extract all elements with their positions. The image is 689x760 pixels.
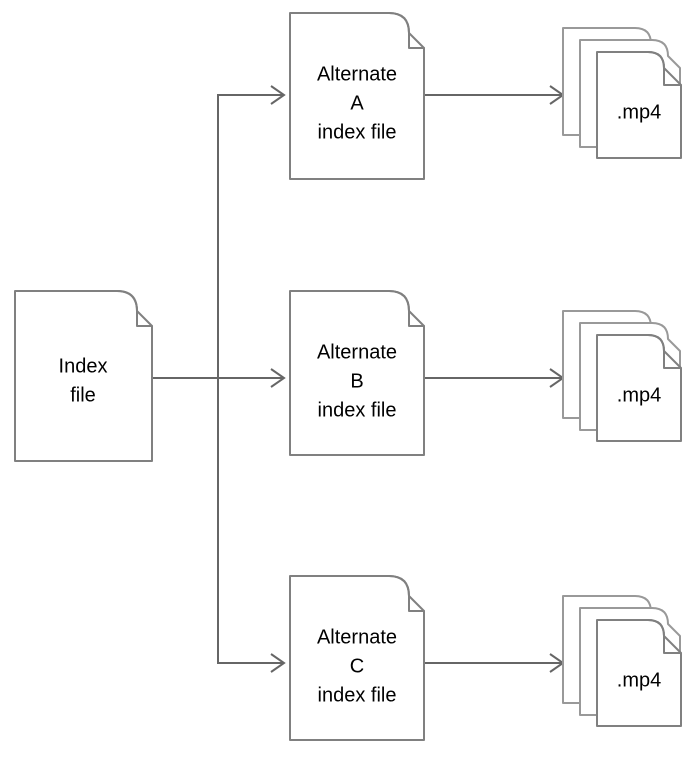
- index-file-fold-icon: [116, 290, 153, 327]
- node-alternate-b[interactable]: Alternate B index file: [289, 290, 425, 456]
- mp4-stack-c-fold-icon: [647, 619, 682, 654]
- alternate-a-label-line2: A: [350, 92, 364, 114]
- alternate-a-label-line1: Alternate: [317, 63, 397, 85]
- mp4-stack-a-label: .mp4: [617, 101, 661, 123]
- alternate-b-label-line2: B: [350, 370, 363, 392]
- alternate-b-fold-icon: [388, 290, 425, 327]
- arrowhead-alternate-c: [270, 653, 286, 673]
- node-mp4-stack-a[interactable]: .mp4: [562, 27, 682, 159]
- alternate-b-label-line1: Alternate: [317, 341, 397, 363]
- mp4-stack-c-label: .mp4: [617, 669, 661, 691]
- alternate-a-label-line3: index file: [318, 121, 397, 143]
- alternate-c-label-line2: C: [350, 655, 364, 677]
- node-mp4-stack-c[interactable]: .mp4: [562, 595, 682, 727]
- alternate-b-label-line3: index file: [318, 399, 397, 421]
- alternate-c-fold-icon: [388, 575, 425, 612]
- node-mp4-stack-b[interactable]: .mp4: [562, 310, 682, 442]
- node-alternate-a[interactable]: Alternate A index file: [289, 12, 425, 180]
- node-index-file[interactable]: Index file: [14, 290, 154, 462]
- alternate-a-fold-icon: [388, 12, 425, 49]
- arrowhead-alternate-a: [270, 85, 286, 105]
- arrowhead-alternate-b: [270, 368, 286, 388]
- index-file-label-line2: file: [70, 384, 96, 406]
- alternate-c-label-line3: index file: [318, 684, 397, 706]
- index-file-label-line1: Index: [59, 355, 108, 377]
- mp4-stack-b-label: .mp4: [617, 384, 661, 406]
- mp4-stack-b-fold-icon: [647, 334, 682, 369]
- mp4-stack-a-fold-icon: [647, 51, 682, 86]
- alternate-c-label-line1: Alternate: [317, 626, 397, 648]
- node-alternate-c[interactable]: Alternate C index file: [289, 575, 425, 741]
